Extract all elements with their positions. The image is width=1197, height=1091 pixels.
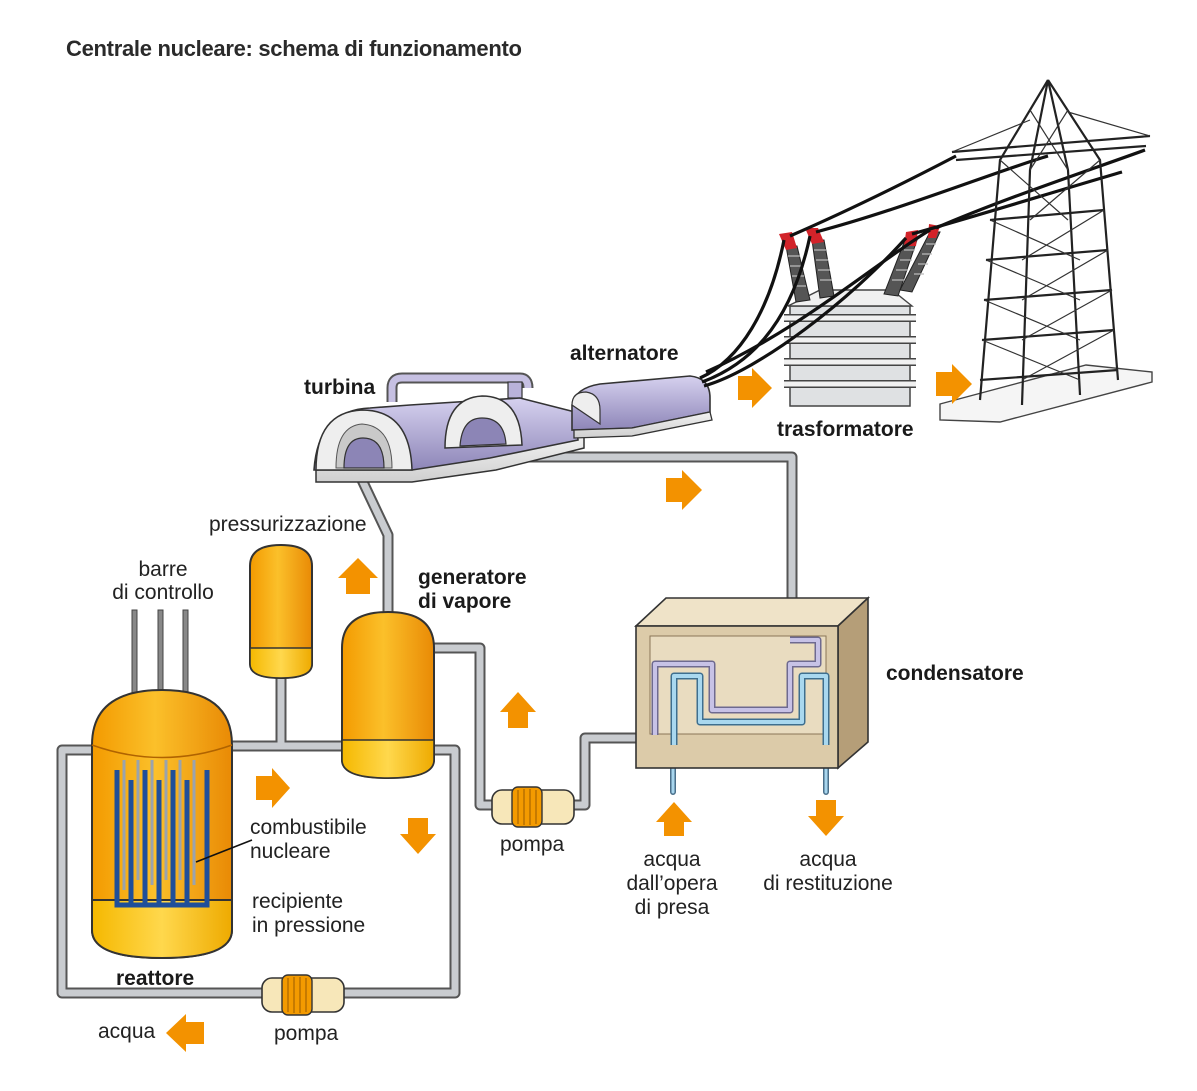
condenser [633, 596, 871, 770]
steam-generator [341, 610, 435, 780]
label-reattore: reattore [116, 967, 195, 990]
label-recipiente-line1: recipiente [252, 890, 344, 913]
label-pressurizzazione: pressurizzazione [209, 513, 367, 536]
transformer [779, 224, 941, 407]
pipes [56, 451, 829, 999]
pressurizer [249, 543, 313, 680]
arrow-right-alternator [738, 368, 772, 408]
label-acqua-intake-line2: dall’opera [626, 872, 718, 895]
turbine [313, 372, 585, 483]
label-recipiente-line2: in pressione [252, 914, 366, 937]
label-alternatore: alternatore [570, 342, 679, 365]
arrow-down-outlet [808, 800, 844, 836]
arrow-right-reactor [256, 768, 290, 808]
alternator [571, 375, 713, 439]
label-acqua-outlet-line1: acqua [799, 848, 857, 871]
pylon [939, 79, 1153, 423]
arrow-up-secondary [500, 692, 536, 728]
label-generatore-line1: generatore [418, 566, 527, 589]
pump-primary [261, 974, 345, 1016]
arrow-right-pylon [936, 364, 972, 404]
label-acqua-outlet-line2: di restituzione [763, 872, 893, 895]
pump-secondary [491, 786, 575, 828]
label-turbina: turbina [304, 376, 376, 399]
label-combustibile-line2: nucleare [250, 840, 331, 863]
label-acqua-intake-line3: di presa [634, 896, 710, 919]
power-lines [699, 148, 1146, 388]
arrow-up-steam [338, 558, 378, 594]
diagram-title: Centrale nucleare: schema di funzionamen… [66, 36, 522, 61]
flow-arrows [166, 364, 972, 1052]
label-acqua-left: acqua [98, 1020, 156, 1043]
label-pompa-secondary: pompa [500, 833, 565, 856]
label-barre-line2: di controllo [112, 581, 214, 604]
label-pompa-primary: pompa [274, 1022, 339, 1045]
arrow-up-intake [656, 802, 692, 836]
label-condensatore: condensatore [886, 662, 1024, 685]
reactor [91, 609, 253, 960]
label-trasformatore: trasformatore [777, 418, 914, 441]
arrow-down-primary [400, 818, 436, 854]
label-generatore-line2: di vapore [418, 590, 512, 613]
label-acqua-intake-line1: acqua [643, 848, 701, 871]
label-combustibile-line1: combustibile [250, 816, 367, 839]
label-barre-line1: barre [138, 558, 188, 581]
arrow-right-exhaust [666, 470, 702, 510]
arrow-left-water [166, 1014, 204, 1052]
